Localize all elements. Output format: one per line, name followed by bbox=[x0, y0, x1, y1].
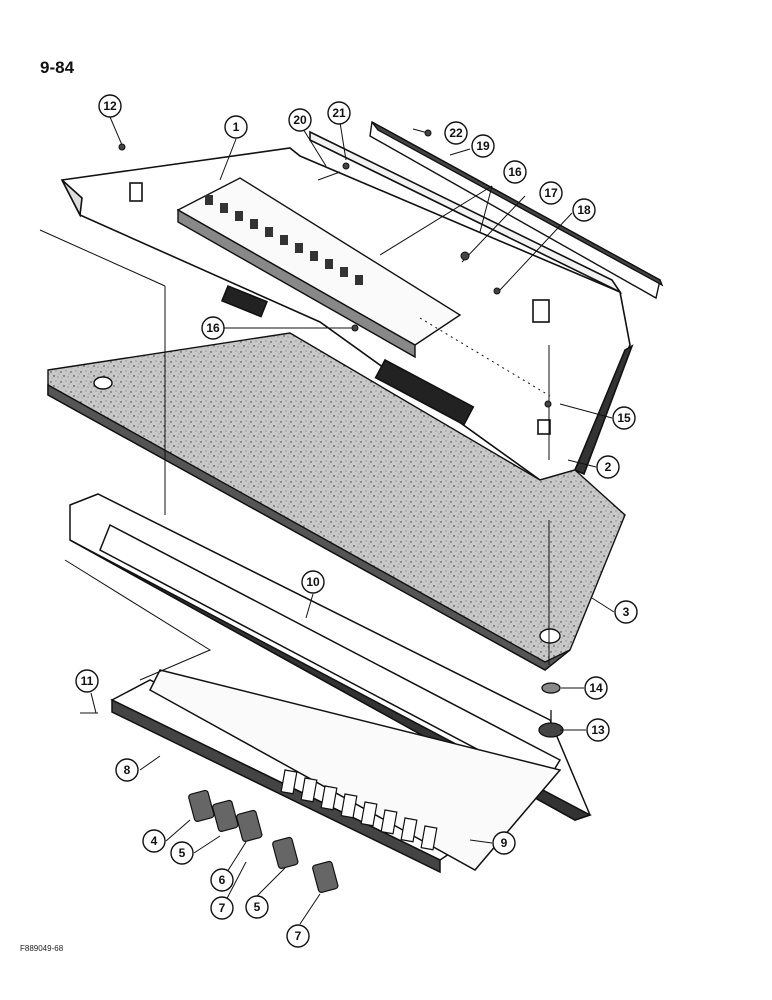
callout-label: 16 bbox=[206, 321, 220, 335]
callout-label: 19 bbox=[476, 139, 490, 153]
callout-circle bbox=[245, 895, 269, 919]
callout-circle bbox=[327, 101, 351, 125]
callout-14: 14 bbox=[584, 676, 608, 700]
callout-2: 2 bbox=[596, 455, 620, 479]
callout-label: 8 bbox=[124, 763, 131, 777]
callout-7b: 7 bbox=[286, 924, 310, 948]
callout-label: 1 bbox=[233, 120, 240, 134]
callout-circle bbox=[492, 831, 516, 855]
callout-label: 15 bbox=[617, 411, 631, 425]
callout-circle bbox=[170, 841, 194, 865]
callout-circle bbox=[539, 181, 563, 205]
callout-22: 22 bbox=[444, 121, 468, 145]
callout-circle bbox=[142, 829, 166, 853]
callout-label: 5 bbox=[254, 900, 261, 914]
callout-circle bbox=[210, 868, 234, 892]
callouts: 1 2 3 4 5 5 6 7 7 8 9 10 11 12 13 14 15 … bbox=[75, 94, 638, 948]
callout-label: 7 bbox=[219, 901, 226, 915]
callout-6: 6 bbox=[210, 868, 234, 892]
callout-15: 15 bbox=[612, 406, 636, 430]
terminal-block bbox=[176, 177, 462, 359]
hardware-nuts bbox=[80, 129, 552, 714]
callout-10: 10 bbox=[301, 570, 325, 594]
callout-label: 3 bbox=[623, 605, 630, 619]
callout-circle bbox=[301, 570, 325, 594]
angle-bracket bbox=[369, 120, 664, 300]
callout-9: 9 bbox=[492, 831, 516, 855]
callout-13: 13 bbox=[586, 718, 610, 742]
isolator-mount bbox=[538, 682, 564, 738]
alignment-lines bbox=[39, 229, 551, 681]
callout-label: 21 bbox=[332, 106, 346, 120]
callout-label: 7 bbox=[295, 929, 302, 943]
page-number: 9-84 bbox=[40, 58, 75, 77]
callout-label: 13 bbox=[591, 723, 605, 737]
callout-label: 12 bbox=[103, 99, 117, 113]
callout-label: 17 bbox=[544, 186, 558, 200]
callout-label: 16 bbox=[508, 165, 522, 179]
callout-label: 20 bbox=[293, 113, 307, 127]
callout-label: 22 bbox=[449, 126, 463, 140]
callout-circle bbox=[614, 600, 638, 624]
callout-3: 3 bbox=[614, 600, 638, 624]
callout-label: 4 bbox=[151, 834, 158, 848]
callout-label: 9 bbox=[501, 836, 508, 850]
callout-label: 10 bbox=[306, 575, 320, 589]
callout-11: 11 bbox=[75, 669, 99, 693]
callout-4: 4 bbox=[142, 829, 166, 853]
callout-circle bbox=[98, 94, 122, 118]
callout-circle bbox=[503, 160, 527, 184]
callout-18: 18 bbox=[572, 198, 596, 222]
callout-12: 12 bbox=[98, 94, 122, 118]
callout-circle bbox=[444, 121, 468, 145]
callout-circle bbox=[471, 134, 495, 158]
callout-16a: 16 bbox=[201, 316, 225, 340]
rocker-switches bbox=[188, 789, 339, 893]
insulation-mat bbox=[47, 332, 626, 671]
callout-label: 18 bbox=[577, 203, 591, 217]
callout-label: 2 bbox=[605, 460, 612, 474]
callout-20: 20 bbox=[288, 108, 312, 132]
callout-19: 19 bbox=[471, 134, 495, 158]
callout-circle bbox=[612, 406, 636, 430]
callout-1: 1 bbox=[224, 115, 248, 139]
leader-lines bbox=[90, 115, 615, 925]
callout-circle bbox=[572, 198, 596, 222]
callout-circle bbox=[584, 676, 608, 700]
callout-circle bbox=[224, 115, 248, 139]
callout-circle bbox=[115, 758, 139, 782]
callout-label: 5 bbox=[179, 846, 186, 860]
callout-16b: 16 bbox=[503, 160, 527, 184]
callout-5a: 5 bbox=[170, 841, 194, 865]
callout-17: 17 bbox=[539, 181, 563, 205]
callout-circle bbox=[286, 924, 310, 948]
callout-circle bbox=[201, 316, 225, 340]
callout-circle bbox=[75, 669, 99, 693]
callout-5b: 5 bbox=[245, 895, 269, 919]
callout-circle bbox=[210, 896, 234, 920]
callout-label: 11 bbox=[81, 674, 94, 688]
callout-7a: 7 bbox=[210, 896, 234, 920]
callout-label: 6 bbox=[219, 873, 226, 887]
callout-21: 21 bbox=[327, 101, 351, 125]
callout-circle bbox=[288, 108, 312, 132]
callout-circle bbox=[586, 718, 610, 742]
callout-label: 14 bbox=[589, 681, 603, 695]
callout-8: 8 bbox=[115, 758, 139, 782]
figure-code: F889049-68 bbox=[20, 944, 64, 953]
switch-panel bbox=[149, 669, 562, 871]
callout-circle bbox=[596, 455, 620, 479]
